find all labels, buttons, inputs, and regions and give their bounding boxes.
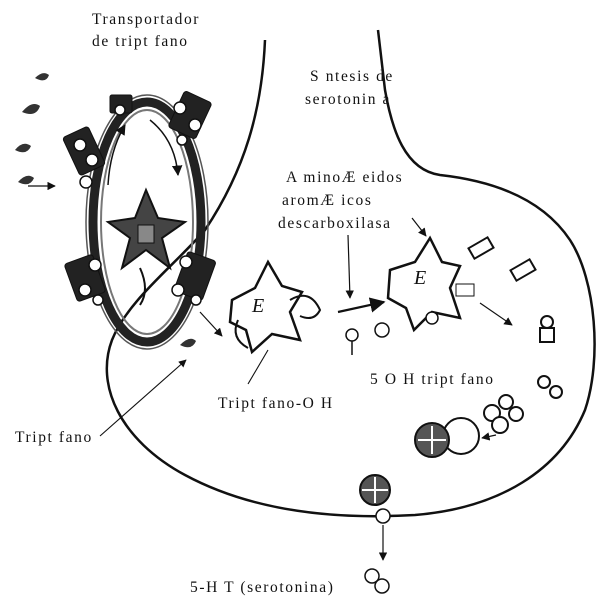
extracellular-tryptophan: [15, 73, 49, 185]
label-enzyme-3: descarboxilasa: [278, 215, 392, 232]
label-synthesis-2: serotonin a: [305, 91, 392, 108]
label-transporter-2: de tript fano: [92, 33, 189, 50]
serotonin-vesicles: [442, 235, 563, 455]
label-serotonin: 5-H T (serotonina): [190, 579, 335, 596]
enzyme-e2: [386, 235, 462, 333]
label-tryptophan: Tript fano: [15, 429, 93, 446]
label-transporter-1: Transportador: [92, 11, 201, 28]
enzyme-e1-letter: E: [252, 295, 266, 317]
label-synthesis-1: S ntesis de: [310, 68, 394, 85]
enzyme-e2-letter: E: [414, 267, 428, 289]
label-tryptophan-oh: Tript fano-O H: [218, 395, 334, 412]
transporter-ring: [88, 97, 206, 347]
label-enzyme-1: A minoÆ eidos: [286, 169, 404, 186]
enzyme-e1: [228, 259, 304, 355]
neuron-terminal-outline: [105, 29, 596, 518]
label-enzyme-2: aromÆ icos: [282, 192, 373, 209]
label-5oh-tryptophan: 5 O H tript fano: [370, 371, 495, 388]
